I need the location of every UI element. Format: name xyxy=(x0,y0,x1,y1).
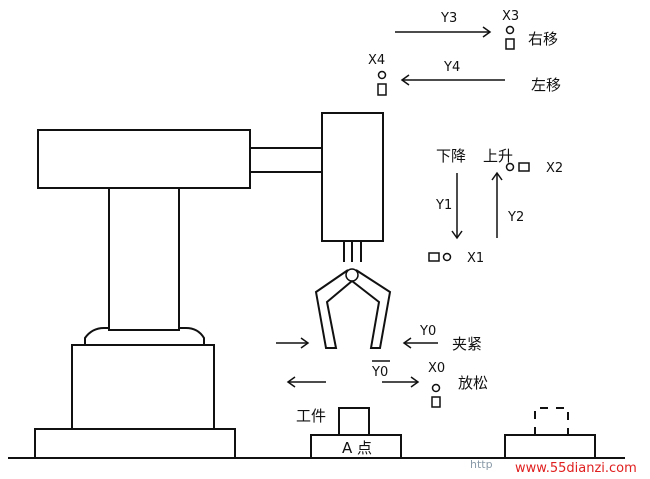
clamp-arrow-left-head xyxy=(300,337,310,349)
x1-sensor-label: X1 xyxy=(467,251,484,266)
workpiece xyxy=(338,407,370,436)
watermark-prefix: http xyxy=(470,458,493,471)
up-arrow-head xyxy=(491,171,503,181)
robot-arm-slider xyxy=(249,147,323,173)
y1-output-label: Y1 xyxy=(435,198,452,213)
up-label: 上升 xyxy=(483,147,513,165)
x1-sensor-icon xyxy=(442,252,452,262)
workpiece-label: 工件 xyxy=(296,407,326,425)
clamp-arrow-right-head xyxy=(402,337,412,349)
clamp-label: 夹紧 xyxy=(452,335,482,353)
x0-sensor-label: X0 xyxy=(428,361,445,376)
x1-sensor-icon-body xyxy=(428,252,440,262)
robot-column xyxy=(108,187,180,331)
x4-sensor-icon xyxy=(377,70,387,80)
robot-base-plate xyxy=(34,428,236,459)
x3-sensor-icon-body xyxy=(505,38,515,50)
x0-sensor-icon-body xyxy=(431,396,441,408)
release-signal-label: Y0 xyxy=(371,365,388,380)
point-a-label: A 点 xyxy=(342,439,372,457)
left-move-arrow-head xyxy=(400,74,410,86)
point-b-platform xyxy=(504,434,596,459)
x2-sensor-icon xyxy=(505,162,515,172)
release-label: 放松 xyxy=(458,374,488,392)
move-right-label: 右移 xyxy=(528,30,558,48)
x4-sensor-icon-body xyxy=(377,83,387,96)
release-arrow-right-head xyxy=(410,376,420,388)
x2-sensor-icon-body xyxy=(518,162,530,172)
robot-base-pedestal xyxy=(71,344,215,430)
x4-sensor-label: X4 xyxy=(368,53,385,68)
x0-sensor-icon xyxy=(431,383,441,393)
y2-output-label: Y2 xyxy=(507,210,524,225)
gripper-jaw-right xyxy=(351,269,392,349)
gripper-jaw-left xyxy=(314,269,353,349)
point-b-workpiece-outline xyxy=(534,407,569,435)
right-move-arrow-head xyxy=(482,26,492,38)
watermark-site: www.55dianzi.com xyxy=(515,461,637,476)
robot-carriage xyxy=(321,112,384,242)
down-label: 下降 xyxy=(436,147,466,165)
y3-output-label: Y3 xyxy=(440,11,457,26)
x2-sensor-label: X2 xyxy=(546,161,563,176)
down-arrow-head xyxy=(451,230,463,240)
clamp-signal-label: Y0 xyxy=(419,324,436,339)
x3-sensor-label: X3 xyxy=(502,9,519,24)
move-left-label: 左移 xyxy=(531,76,561,94)
release-arrow-left-head xyxy=(286,376,296,388)
x3-sensor-icon xyxy=(505,25,515,35)
robot-arm-beam xyxy=(37,129,251,189)
point-a-platform xyxy=(310,434,402,459)
y4-output-label: Y4 xyxy=(443,60,460,75)
